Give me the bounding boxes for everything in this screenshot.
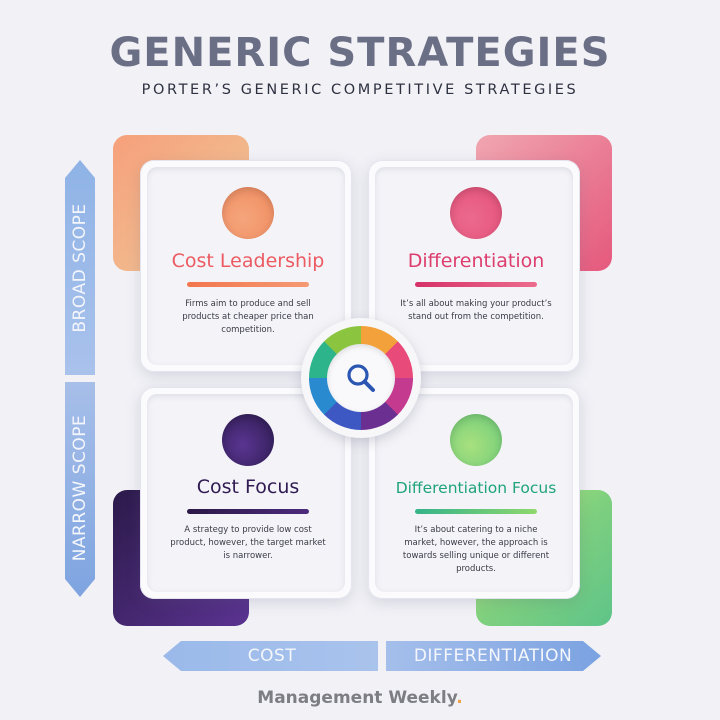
cost-focus-circle (222, 414, 274, 466)
differentiation-circle (450, 187, 502, 239)
cost-label: COST (247, 646, 297, 666)
differentiation-focus-card: Differentiation Focus It’s about caterin… (368, 387, 580, 599)
cost-leadership-circle (222, 187, 274, 239)
color-ring-center (327, 344, 395, 412)
search-icon (347, 364, 375, 392)
cost-focus-card: Cost Focus A strategy to provide low cos… (140, 387, 352, 599)
cost-leadership-description: Firms aim to produce and sell products a… (182, 299, 314, 335)
cost-focus-title: Cost Focus (196, 476, 300, 498)
footer-brand-dot: . (456, 688, 463, 708)
narrow-scope-label: NARROW SCOPE (70, 414, 90, 562)
cost-leadership-bar (187, 282, 309, 287)
cost-focus-bar (187, 509, 309, 514)
broad-scope-label: BROAD SCOPE (70, 203, 90, 333)
cost-focus-description: A strategy to provide low cost product, … (170, 525, 326, 561)
footer-brand-name: Management Weekly (257, 688, 457, 708)
cost-arrow (163, 641, 378, 671)
footer-brand: Management Weekly. (0, 688, 720, 708)
differentiation-bar (415, 282, 537, 287)
differentiation-focus-circle (450, 414, 502, 466)
differentiation-description: It’s all about making your product’s sta… (400, 299, 552, 322)
narrow-scope-arrow (65, 382, 95, 597)
differentiation-focus-title: Differentiation Focus (395, 479, 557, 497)
cost-leadership-card: Cost Leadership Firms aim to produce and… (140, 160, 352, 372)
differentiation-card: Differentiation It’s all about making yo… (368, 160, 580, 372)
page-title: GENERIC STRATEGIES (109, 30, 611, 76)
differentiation-focus-bar (415, 509, 537, 514)
differentiation-label: DIFFERENTIATION (413, 646, 573, 666)
differentiation-arrow (386, 641, 601, 671)
broad-scope-arrow (65, 160, 95, 375)
differentiation-focus-description: It’s about catering to a niche market, h… (402, 525, 550, 574)
cost-leadership-title: Cost Leadership (171, 250, 325, 272)
differentiation-title: Differentiation (407, 250, 545, 272)
page-subtitle: PORTER’S GENERIC COMPETITIVE STRATEGIES (141, 82, 579, 98)
